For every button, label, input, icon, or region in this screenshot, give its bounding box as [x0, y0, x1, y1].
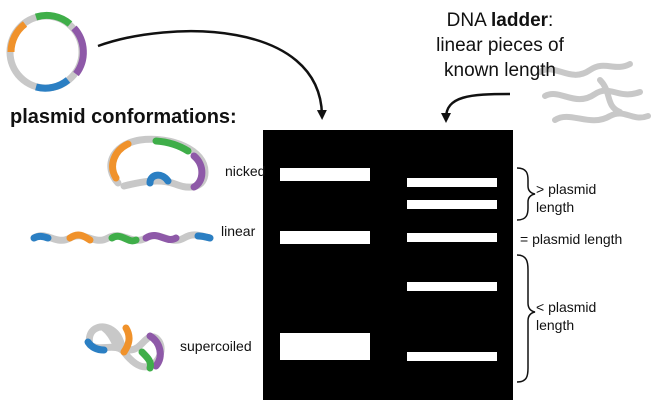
annotation-greater-line2: length	[536, 199, 575, 215]
circular-plasmid-icon	[6, 11, 87, 92]
ladder-band	[407, 233, 497, 242]
ladder-band	[407, 178, 497, 187]
annotation-less-line1: < plasmid	[536, 299, 597, 315]
gel-band-supercoiled	[280, 333, 370, 360]
annotation-greater: > plasmid length	[536, 180, 596, 216]
label-linear: linear	[221, 223, 256, 239]
label-nicked: nicked	[225, 163, 266, 179]
ladder-band	[407, 200, 497, 209]
linear-dna-icon	[30, 231, 214, 245]
gel-band-linear	[280, 231, 370, 244]
ladder-caption-suffix: :	[548, 10, 554, 31]
ladder-caption-bold: ladder	[491, 10, 549, 31]
ladder-caption: DNA ladder: linear pieces of known lengt…	[420, 8, 580, 83]
supercoiled-plasmid-icon	[84, 323, 165, 372]
ladder-caption-line2: linear pieces of	[436, 35, 564, 56]
brace-less	[516, 254, 536, 383]
ladder-squiggles-icon	[537, 61, 651, 124]
annotation-less: < plasmid length	[536, 298, 596, 334]
arrow-to-gel	[97, 29, 327, 120]
arrow-ladder-to-gel	[441, 92, 511, 123]
ladder-caption-prefix: DNA	[446, 10, 492, 31]
diagram-title: plasmid conformations:	[10, 106, 237, 128]
ladder-band	[407, 352, 497, 361]
annotation-equal: = plasmid length	[520, 231, 623, 247]
ladder-caption-line3: known length	[444, 60, 556, 81]
gel-band-nicked	[280, 168, 370, 181]
annotation-greater-line1: > plasmid	[536, 181, 597, 197]
brace-greater	[516, 167, 536, 221]
ladder-band	[407, 282, 497, 291]
annotation-less-line2: length	[536, 317, 575, 333]
nicked-plasmid-icon	[107, 135, 209, 191]
label-supercoiled: supercoiled	[180, 338, 252, 354]
